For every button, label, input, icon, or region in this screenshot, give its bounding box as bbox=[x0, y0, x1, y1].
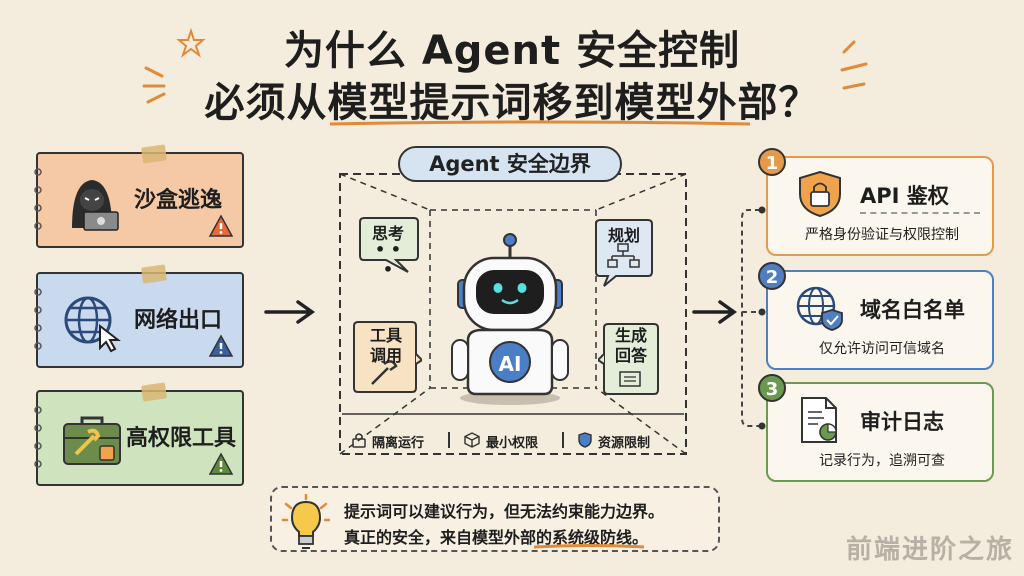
warning-icon bbox=[208, 452, 234, 475]
spark-doodle-right bbox=[840, 40, 868, 90]
cube-icon bbox=[464, 432, 480, 448]
defense-title: API 鉴权 bbox=[860, 184, 949, 208]
threat-label: 网络出口 bbox=[134, 308, 223, 333]
note-highlight-underline bbox=[534, 544, 644, 549]
bottom-isolation: 隔离运行 bbox=[372, 436, 425, 451]
threat-label: 沙盒逃逸 bbox=[134, 188, 223, 213]
warning-icon bbox=[208, 214, 234, 237]
boundary-title: Agent 安全边界 bbox=[398, 146, 622, 182]
separator bbox=[448, 432, 450, 448]
bottom-note: 提示词可以建议行为，但无法约束能力边界。 真正的安全，来自模型外部的系统级防线。 bbox=[270, 486, 720, 552]
star-doodle bbox=[176, 28, 206, 58]
spark-doodle-left bbox=[142, 66, 166, 104]
watermark: 前端进阶之旅 bbox=[845, 535, 1014, 565]
threat-card-network-egress: 网络出口 bbox=[34, 264, 244, 368]
defense-title: 审计日志 bbox=[860, 410, 944, 434]
globe-shield-icon bbox=[796, 286, 843, 331]
toolbox-icon bbox=[63, 416, 121, 465]
lightbulb-icon bbox=[282, 494, 330, 549]
globe-cursor-icon bbox=[64, 296, 121, 353]
defense-number: 2 bbox=[758, 262, 786, 290]
bottom-least-privilege: 最小权限 bbox=[486, 436, 539, 451]
lock-shield-icon bbox=[799, 170, 841, 218]
bubble-tools bbox=[353, 321, 422, 393]
defense-connector bbox=[741, 206, 766, 430]
defense-number: 1 bbox=[758, 148, 786, 176]
hacker-icon bbox=[72, 180, 119, 231]
defense-description: 严格身份验证与权限控制 bbox=[805, 227, 959, 243]
robot-icon bbox=[451, 233, 569, 405]
defense-number: 3 bbox=[758, 374, 786, 402]
threat-label: 高权限工具 bbox=[126, 426, 237, 451]
defense-description: 记录行为，追溯可查 bbox=[819, 453, 945, 469]
bubble-tools-line1: 工具 bbox=[369, 326, 402, 345]
defense-description: 仅允许访问可信域名 bbox=[819, 341, 945, 357]
bubble-think-label: 思考 bbox=[371, 224, 404, 243]
note-line-2: 真正的安全，来自模型外部的系统级防线。 bbox=[344, 528, 649, 547]
arrow-threats-to-boundary bbox=[264, 300, 316, 324]
defense-card-audit-log: 3 审计日志 记录行为，追溯可查 bbox=[758, 374, 994, 482]
threat-card-privileged-tools: 高权限工具 bbox=[34, 382, 244, 486]
binder-rings bbox=[34, 288, 42, 350]
note-line-1: 提示词可以建议行为，但无法约束能力边界。 bbox=[344, 502, 665, 521]
bubble-tools-line2: 调用 bbox=[369, 346, 402, 365]
document-chart-icon bbox=[801, 397, 837, 443]
binder-rings bbox=[34, 406, 42, 468]
threat-card-sandbox-escape: 沙盒逃逸 bbox=[34, 144, 244, 248]
defense-title: 域名白名单 bbox=[860, 298, 965, 322]
dashed-divider bbox=[860, 212, 980, 214]
title-line-2: 必须从模型提示词移到模型外部？ bbox=[204, 80, 820, 126]
warning-icon bbox=[208, 334, 234, 357]
bottom-resource-limit: 资源限制 bbox=[598, 436, 651, 451]
bubble-plan-label: 规划 bbox=[607, 226, 640, 245]
defense-card-domain-whitelist: 2 域名白名单 仅允许访问可信域名 bbox=[758, 262, 994, 370]
bubble-answer-line2: 回答 bbox=[614, 346, 647, 365]
lock-icon bbox=[352, 433, 366, 448]
bubble-answer bbox=[598, 323, 659, 395]
robot-ai-badge: AI bbox=[498, 352, 522, 376]
shield-icon bbox=[578, 432, 592, 448]
separator bbox=[562, 432, 564, 448]
bubble-plan bbox=[595, 219, 653, 287]
bubble-think bbox=[359, 217, 419, 273]
binder-rings bbox=[34, 168, 42, 230]
defense-card-api-auth: 1 API 鉴权 严格身份验证与权限控制 bbox=[758, 148, 994, 256]
bubble-answer-line1: 生成 bbox=[614, 326, 647, 345]
ellipsis-icon: • • • bbox=[374, 240, 402, 279]
arrow-boundary-to-defenses bbox=[692, 300, 738, 324]
title-line-1: 为什么 Agent 安全控制 bbox=[283, 28, 741, 74]
title-underline bbox=[330, 120, 750, 126]
